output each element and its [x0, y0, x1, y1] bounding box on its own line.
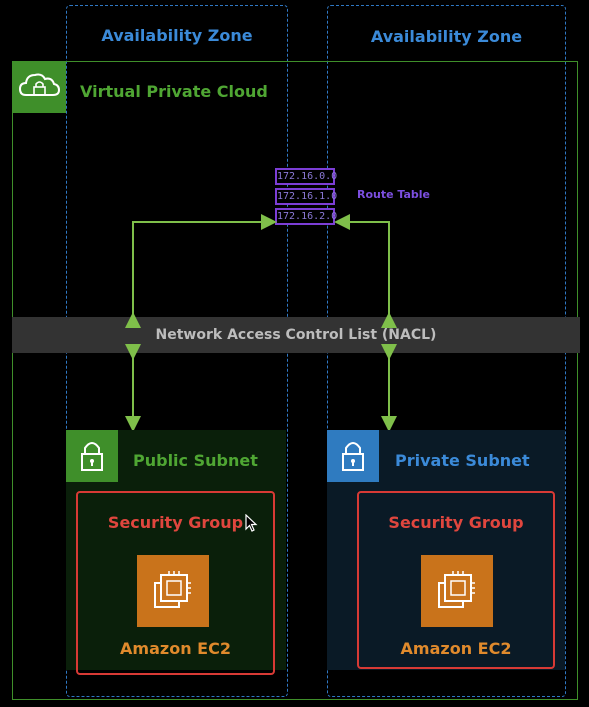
security-group-private [357, 491, 555, 669]
route-table-label: Route Table [357, 188, 431, 201]
ec2-private-label: Amazon EC2 [400, 639, 512, 658]
private-subnet-label: Private Subnet [395, 451, 530, 470]
security-group-private-label: Security Group [388, 513, 524, 532]
ec2-icon [137, 555, 209, 627]
ec2-icon [421, 555, 493, 627]
vpc-label: Virtual Private Cloud [80, 82, 268, 101]
availability-zone-left-label: Availability Zone [101, 26, 253, 45]
arrow-left-route [125, 214, 277, 328]
ec2-public-label: Amazon EC2 [120, 639, 231, 658]
arrow-right-route [334, 214, 397, 328]
lock-icon [327, 430, 379, 482]
security-group-public-label: Security Group [107, 513, 244, 532]
lock-icon [66, 430, 118, 482]
nacl-bar: Network Access Control List (NACL) [12, 317, 580, 353]
availability-zone-right-label: Availability Zone [370, 27, 523, 46]
mouse-cursor-icon [245, 514, 258, 532]
route-table-entry: 172.16.1.0 [275, 188, 337, 205]
public-subnet-label: Public Subnet [133, 451, 258, 470]
route-table-entry: 172.16.0.0 [275, 168, 337, 185]
security-group-public [76, 491, 275, 675]
cloud-lock-icon [12, 61, 66, 113]
vpc-boundary [12, 61, 578, 700]
